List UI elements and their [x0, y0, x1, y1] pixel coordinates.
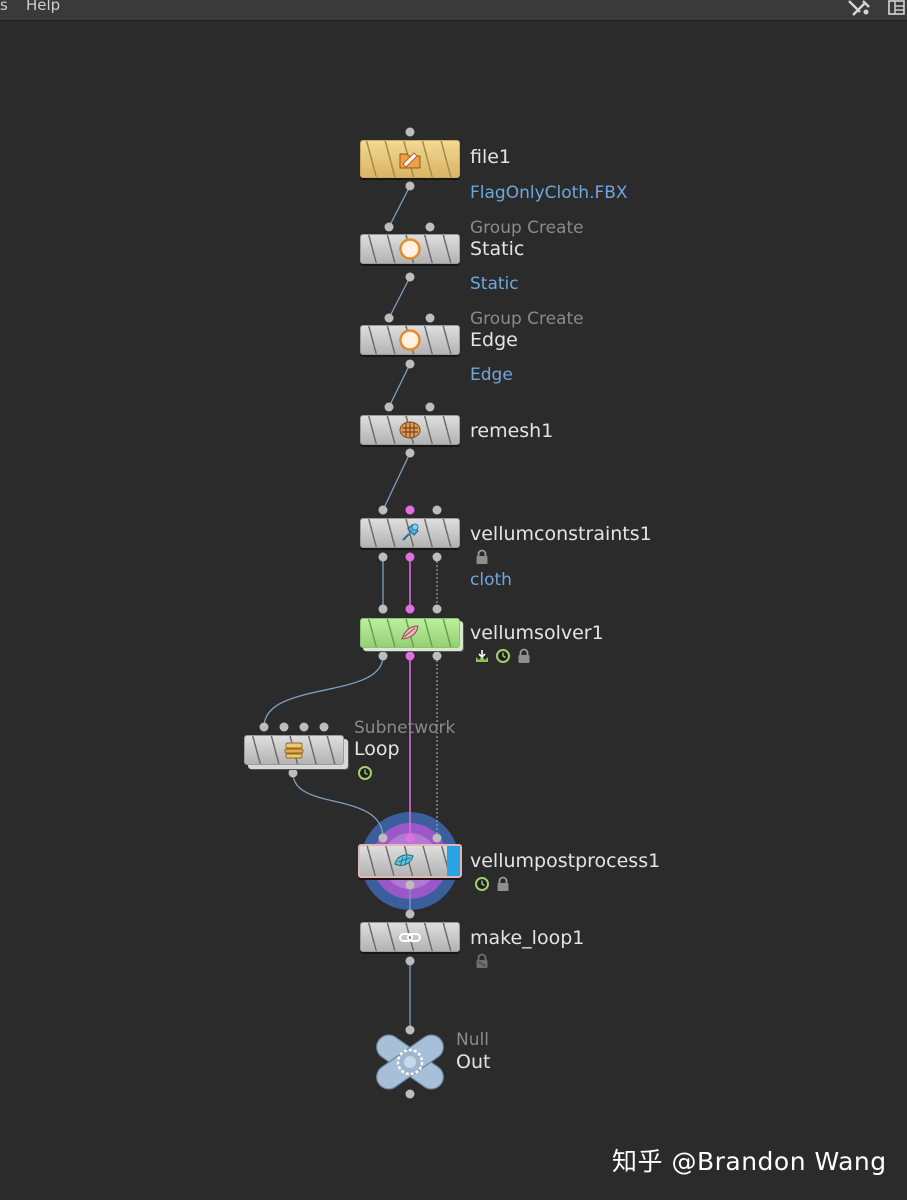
node-static[interactable] — [360, 234, 460, 264]
node-vellumpostprocess1[interactable] — [358, 844, 462, 878]
lock-icon[interactable] — [495, 876, 511, 892]
lock-icon[interactable] — [516, 648, 532, 664]
node-vellumconstraints1[interactable] — [360, 518, 460, 548]
node-type-loop: Subnetwork — [354, 718, 456, 738]
wire-edge-remesh — [388, 363, 411, 408]
node-make-loop1[interactable] — [360, 922, 460, 952]
time-dependent-icon[interactable] — [357, 765, 373, 781]
wire-file-static — [388, 185, 411, 228]
node-label-make-loop1: make_loop1 — [470, 927, 585, 949]
node-param-edge: Edge — [470, 365, 513, 385]
node-vellumsolver1[interactable] — [360, 618, 460, 648]
file-folder-icon — [399, 152, 421, 169]
wire-solver-loop — [263, 655, 384, 728]
vellum-post-process-icon — [394, 854, 414, 867]
node-label-vellumsolver1: vellumsolver1 — [470, 622, 604, 644]
node-loop[interactable] — [244, 735, 344, 765]
node-label-loop: Loop — [354, 738, 400, 760]
vellum-solver-icon — [401, 625, 419, 640]
node-type-static: Group Create — [470, 218, 584, 238]
node-label-remesh1: remesh1 — [470, 420, 554, 442]
node-edge[interactable] — [360, 325, 460, 355]
constraint-connectors — [405, 505, 415, 843]
time-dependent-icon[interactable] — [495, 648, 511, 664]
subnetwork-icon — [284, 742, 304, 759]
menu-help[interactable]: Help — [26, 0, 61, 14]
group-create-icon — [399, 238, 421, 260]
node-label-out: Out — [456, 1051, 491, 1073]
group-create-icon — [399, 329, 421, 351]
node-param-file1: FlagOnlyCloth.FBX — [470, 183, 628, 203]
pin-icon — [402, 523, 419, 541]
node-remesh1[interactable] — [360, 415, 460, 445]
wire-static-edge — [388, 276, 411, 319]
node-label-edge: Edge — [470, 329, 518, 351]
tools-icon[interactable] — [846, 0, 872, 16]
node-type-out: Null — [456, 1030, 489, 1050]
node-type-edge: Group Create — [470, 309, 584, 329]
layout-icon[interactable] — [886, 0, 907, 16]
menu-bar: s Help — [0, 0, 907, 21]
remesh-icon — [399, 421, 421, 439]
watermark: 知乎 @Brandon Wang — [612, 1147, 887, 1176]
wire-remesh-constraints — [382, 452, 411, 511]
menu-item-partial[interactable]: s — [0, 0, 8, 14]
node-label-file1: file1 — [470, 146, 512, 168]
node-label-vellumpostprocess1: vellumpostprocess1 — [470, 850, 661, 872]
node-label-vellumconstraints1: vellumconstraints1 — [470, 523, 652, 545]
wire-loop-post — [292, 772, 384, 839]
chain-link-icon — [399, 933, 421, 942]
sim-cache-icon[interactable] — [474, 648, 490, 664]
connectors — [259, 127, 442, 1099]
node-param-vellumconstraints1: cloth — [470, 570, 512, 590]
null-node-out[interactable] — [372, 1030, 448, 1093]
node-file1[interactable] — [360, 140, 460, 178]
node-param-static: Static — [470, 274, 519, 294]
lock-icon[interactable] — [474, 549, 490, 565]
lock-open-icon[interactable] — [474, 953, 490, 969]
time-dependent-icon[interactable] — [474, 876, 490, 892]
node-label-static: Static — [470, 238, 525, 260]
